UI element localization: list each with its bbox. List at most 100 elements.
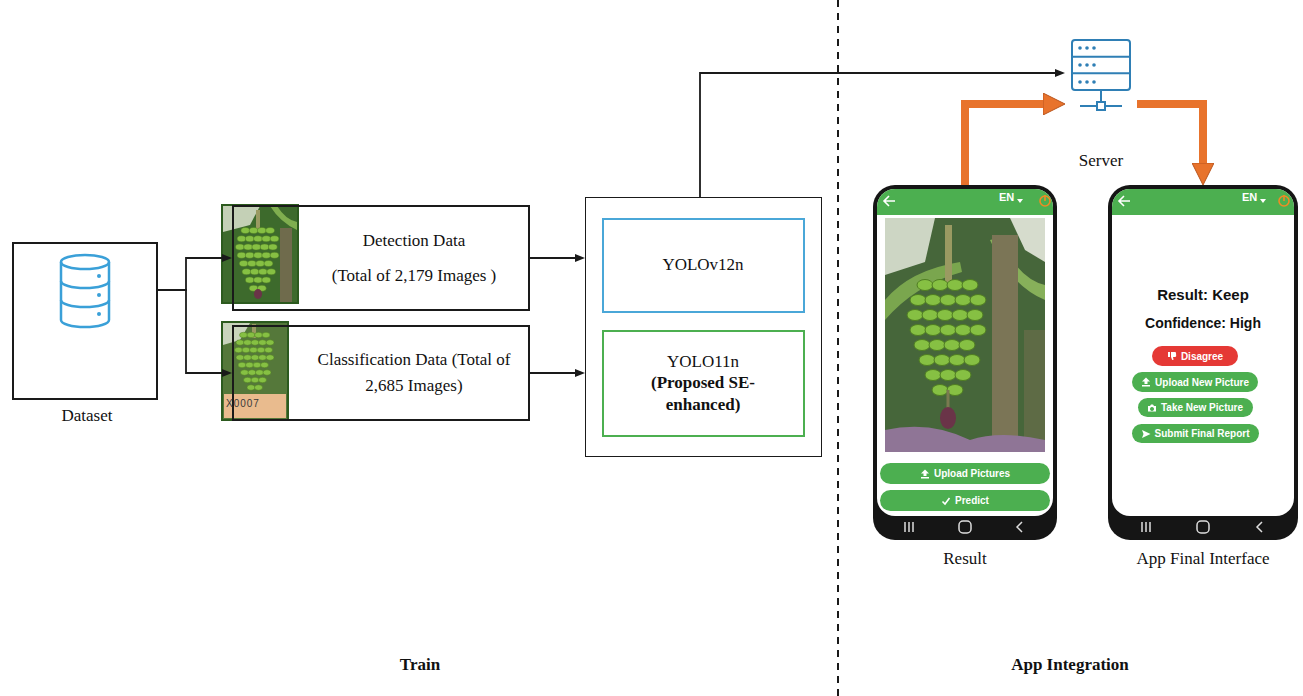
database-icon bbox=[61, 255, 109, 327]
server-icon bbox=[1092, 63, 1096, 67]
phone-body bbox=[884, 196, 895, 206]
button-text: Predict bbox=[955, 495, 989, 506]
divider-line bbox=[837, 0, 839, 696]
section-label: Train bbox=[370, 655, 470, 675]
app-button: Upload New Picture bbox=[1132, 372, 1258, 392]
phone-body bbox=[1040, 196, 1050, 206]
button-icon bbox=[920, 469, 930, 479]
database-icon bbox=[61, 255, 109, 269]
server-node: Server bbox=[1065, 38, 1137, 114]
phone-body bbox=[877, 189, 1053, 215]
text-holder: Dataset bbox=[0, 405, 230, 426]
phone-screen: DisagreeUpload New PictureTake New Pictu… bbox=[1108, 185, 1298, 540]
text-holder: Submit Final Report bbox=[1155, 428, 1250, 439]
label-holder: Train bbox=[370, 655, 470, 675]
banana-photo bbox=[945, 225, 952, 285]
server-icon bbox=[1092, 46, 1096, 50]
app-button: Take New Picture bbox=[1138, 398, 1253, 417]
phone-body bbox=[1283, 195, 1285, 201]
language-menu: EN bbox=[999, 191, 1014, 203]
detection-thumbnail bbox=[254, 289, 262, 299]
tag-number: X0007 bbox=[226, 398, 260, 409]
button-icon bbox=[1142, 378, 1150, 387]
label-holder: X0007 bbox=[226, 398, 260, 409]
result-text: Result: Keep bbox=[1108, 286, 1298, 303]
text-holder: Confidence: High bbox=[1108, 315, 1298, 331]
app-button: Submit Final Report bbox=[1132, 424, 1259, 443]
server-icon bbox=[1085, 63, 1089, 67]
confidence-text: Confidence: High bbox=[1108, 315, 1298, 331]
section-label: App Integration bbox=[980, 655, 1160, 675]
server-icon bbox=[1092, 80, 1096, 84]
banana-photo bbox=[907, 280, 986, 396]
box-text: Classification Data (Total of 2,685 Imag… bbox=[314, 347, 514, 400]
banana-photo bbox=[885, 218, 935, 275]
model-box: YOLO11n(Proposed SE-enhanced) bbox=[602, 330, 805, 437]
banana-photo bbox=[885, 427, 1045, 452]
button-icon bbox=[1141, 429, 1151, 439]
button-icon bbox=[1141, 377, 1151, 387]
flow-arrow bbox=[530, 257, 581, 259]
server-icon bbox=[1078, 80, 1082, 84]
database-icon bbox=[61, 281, 109, 288]
banana-photo bbox=[1024, 330, 1045, 452]
server-icon bbox=[1097, 102, 1105, 110]
app-flow-arrow bbox=[1137, 104, 1203, 169]
database-icon bbox=[97, 274, 101, 278]
server-icon bbox=[1072, 40, 1130, 90]
model-name: YOLOv12n bbox=[662, 254, 743, 275]
text-holder: Predict bbox=[955, 495, 989, 506]
app-flow-arrow bbox=[965, 104, 1049, 185]
button-icon bbox=[1168, 352, 1176, 360]
banana-photo bbox=[940, 407, 956, 429]
phone-body bbox=[1112, 189, 1294, 215]
model-box: YOLOv12n bbox=[602, 218, 805, 313]
server-icon bbox=[1078, 46, 1096, 84]
server-icon bbox=[1078, 63, 1082, 67]
phone-body bbox=[959, 521, 971, 533]
banana-photo bbox=[885, 218, 1045, 452]
button-text: Submit Final Report bbox=[1155, 428, 1250, 439]
banana-photo bbox=[885, 218, 1045, 452]
model-group-box: YOLOv12nYOLO11n(Proposed SE-enhanced) bbox=[585, 197, 822, 457]
app-button: Upload Pictures bbox=[880, 463, 1050, 484]
banana-photo bbox=[992, 235, 1018, 452]
text-holder: Server bbox=[995, 150, 1207, 171]
database-icon bbox=[97, 293, 101, 297]
database-icon bbox=[97, 312, 101, 316]
node-label: Result bbox=[803, 548, 1127, 569]
text-holder: App Final Interface bbox=[1038, 548, 1303, 569]
classification-thumbnail bbox=[235, 332, 275, 390]
text-holder: EN bbox=[1242, 191, 1257, 203]
data-box: Detection Data(Total of 2,179 Images ) bbox=[232, 205, 530, 311]
phone-screen: Upload PicturesPredictENResult bbox=[873, 185, 1057, 540]
button-icon bbox=[1167, 351, 1177, 361]
detection-thumbnail bbox=[270, 206, 297, 230]
button-icon bbox=[943, 498, 950, 504]
text-holder: Result: Keep bbox=[1108, 286, 1298, 303]
database-icon bbox=[61, 300, 109, 307]
flow-arrow bbox=[158, 290, 228, 373]
box-text: (Total of 2,179 Images ) bbox=[332, 265, 497, 286]
phone-body bbox=[1279, 196, 1289, 206]
language-menu: EN bbox=[1242, 191, 1257, 203]
text-holder: YOLOv12n bbox=[662, 254, 743, 275]
text-holder: Upload New Picture bbox=[1155, 377, 1249, 388]
phone-body bbox=[873, 185, 1057, 540]
dataset-box: Dataset bbox=[12, 242, 158, 400]
button-icon bbox=[941, 496, 951, 506]
text-holder: Take New Picture bbox=[1161, 402, 1243, 413]
node-label: App Final Interface bbox=[1038, 548, 1303, 569]
text-holder: Classification Data (Total of 2,685 Imag… bbox=[314, 347, 514, 400]
phone-body bbox=[1108, 185, 1298, 540]
flow-arrow bbox=[530, 372, 581, 374]
database-icon bbox=[61, 262, 109, 327]
text-holder: (Total of 2,179 Images ) bbox=[332, 265, 497, 286]
phone-body bbox=[1017, 199, 1023, 203]
label-holder: App Integration bbox=[980, 655, 1160, 675]
app-button: Disagree bbox=[1152, 346, 1238, 366]
data-box: Classification Data (Total of 2,685 Imag… bbox=[232, 325, 530, 421]
phone-body bbox=[1119, 196, 1130, 206]
connectors bbox=[158, 73, 1203, 373]
